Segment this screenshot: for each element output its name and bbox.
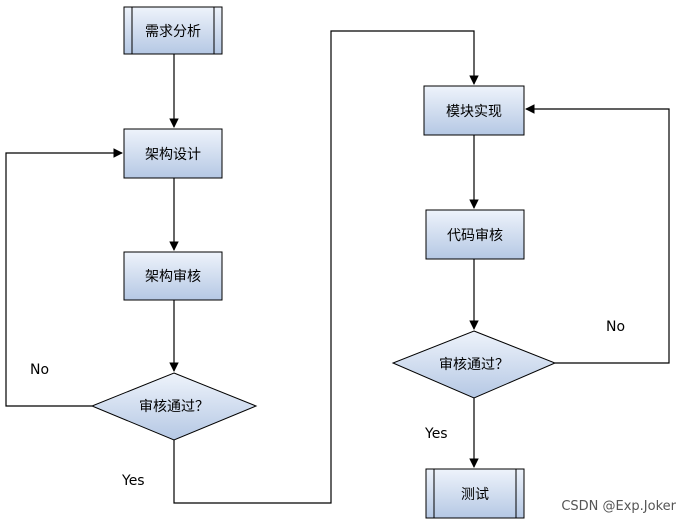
node-requirements: 需求分析 xyxy=(123,6,223,55)
node-arch-review: 架构审核 xyxy=(123,251,223,301)
node-decision-2: 审核通过？ xyxy=(391,330,557,399)
node-module-impl: 模块实现 xyxy=(423,85,525,136)
node-label: 需求分析 xyxy=(145,24,201,40)
edge-label-yes-1: Yes xyxy=(121,473,145,489)
edge-decision-1-no-to-arch-design xyxy=(5,148,123,407)
edge-label-no-2: No xyxy=(606,319,625,335)
node-label: 模块实现 xyxy=(446,104,502,120)
edge-label-yes-2: Yes xyxy=(424,426,448,442)
node-decision-1: 审核通过？ xyxy=(90,372,258,441)
node-label: 审核通过？ xyxy=(139,399,209,415)
node-label: 代码审核 xyxy=(447,228,503,244)
node-label: 测试 xyxy=(461,487,489,503)
process-box xyxy=(123,251,223,301)
node-label: 架构审核 xyxy=(145,269,201,285)
node-code-review: 代码审核 xyxy=(425,209,525,260)
edge-label-no-1: No xyxy=(30,362,49,378)
process-box xyxy=(123,128,223,179)
node-test: 测试 xyxy=(425,468,525,519)
node-arch-design: 架构设计 xyxy=(123,128,223,179)
node-label: 架构设计 xyxy=(145,147,201,163)
edges xyxy=(5,30,670,504)
edge-decision-2-no-to-module-impl xyxy=(525,104,670,364)
process-box xyxy=(425,468,525,519)
edge-decision-1-yes-to-module-impl xyxy=(173,30,479,504)
decision-diamond xyxy=(90,372,258,441)
process-box xyxy=(425,209,525,260)
watermark-text: CSDN @Exp.Joker xyxy=(561,499,676,514)
process-box xyxy=(423,85,525,136)
process-box xyxy=(123,6,223,55)
decision-diamond xyxy=(391,330,557,399)
node-label: 审核通过？ xyxy=(439,357,509,373)
